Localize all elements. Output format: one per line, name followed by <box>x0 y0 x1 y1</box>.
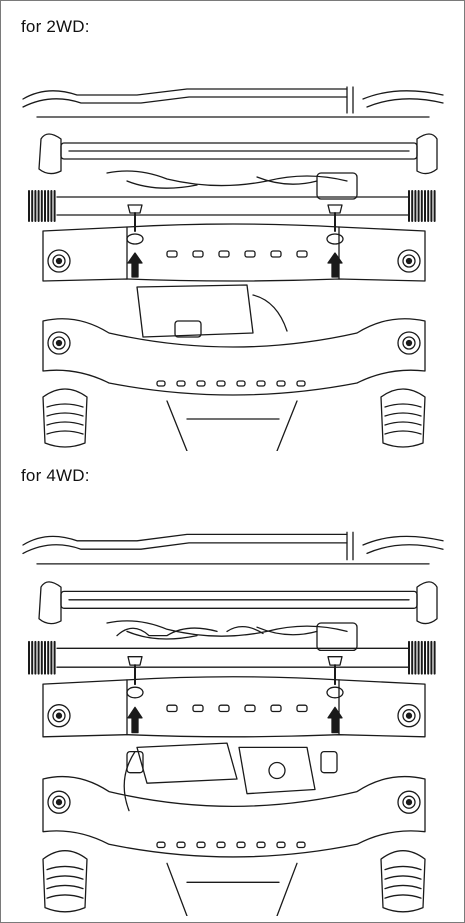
engine-mount-left <box>42 850 88 913</box>
lower-crossmember <box>42 318 426 396</box>
bolt-right <box>326 204 344 245</box>
caption-4wd: for 4WD: <box>21 466 90 485</box>
engine-mount-left <box>42 388 88 448</box>
arrow-left <box>127 252 143 278</box>
front-crossmember <box>42 676 426 738</box>
engine-mount-right <box>380 850 426 913</box>
engine-mount-right <box>380 388 426 448</box>
transmission <box>166 862 298 916</box>
arrow-left <box>127 706 143 734</box>
bushing-upper-left <box>47 249 71 273</box>
diagram-2wd <box>17 81 449 451</box>
bushing-upper-right <box>397 249 421 273</box>
bolt-left <box>126 656 144 699</box>
radiator-support-bar <box>38 581 438 625</box>
radiator-support-bar <box>38 133 438 175</box>
engine-area <box>106 170 358 200</box>
bolt-left <box>126 204 144 245</box>
steering-rack <box>28 190 436 222</box>
transmission <box>166 400 298 451</box>
bushing-lower-right <box>397 331 421 355</box>
arrow-right <box>327 252 343 278</box>
bushing-upper-left <box>47 704 71 728</box>
oil-pan <box>136 284 288 338</box>
caption-2wd: for 2WD: <box>21 17 90 36</box>
lower-crossmember <box>42 775 426 858</box>
diagram-4wd <box>17 526 449 916</box>
bolt-right <box>326 656 344 699</box>
oil-pan <box>123 742 338 812</box>
front-crossmember <box>42 223 426 282</box>
bushing-upper-right <box>397 704 421 728</box>
top-pipes <box>22 531 444 565</box>
bushing-lower-right <box>397 790 421 814</box>
steering-rack <box>28 640 436 675</box>
bushing-lower-left <box>47 331 71 355</box>
bushing-lower-left <box>47 790 71 814</box>
arrow-right <box>327 706 343 734</box>
engine-area <box>106 620 358 652</box>
top-pipes <box>22 86 444 118</box>
